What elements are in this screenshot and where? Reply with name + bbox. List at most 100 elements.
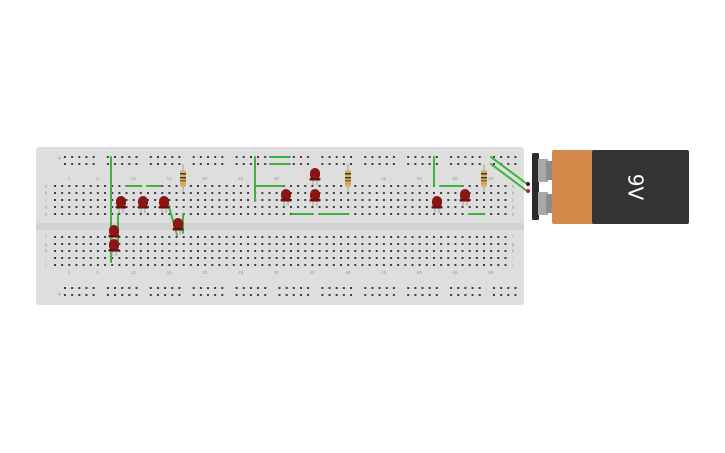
breadboard-hole[interactable] — [135, 294, 138, 296]
breadboard-hole[interactable] — [289, 192, 292, 194]
breadboard-hole[interactable] — [161, 213, 164, 215]
breadboard-hole[interactable] — [54, 185, 56, 187]
breadboard-hole[interactable] — [68, 250, 71, 252]
breadboard-hole[interactable] — [371, 156, 374, 158]
breadboard-hole[interactable] — [289, 250, 292, 252]
breadboard-hole[interactable] — [390, 243, 393, 245]
breadboard-hole[interactable] — [375, 243, 378, 245]
breadboard-hole[interactable] — [96, 206, 99, 208]
breadboard-hole[interactable] — [128, 287, 131, 289]
breadboard-hole[interactable] — [199, 287, 202, 289]
breadboard-hole[interactable] — [118, 192, 121, 194]
breadboard-hole[interactable] — [204, 236, 207, 238]
breadboard-hole[interactable] — [461, 206, 464, 208]
breadboard-hole[interactable] — [92, 163, 95, 165]
breadboard-hole[interactable] — [450, 287, 453, 289]
breadboard-hole[interactable] — [475, 206, 478, 208]
breadboard-hole[interactable] — [68, 257, 71, 259]
breadboard-hole[interactable] — [149, 156, 152, 158]
breadboard-hole[interactable] — [189, 236, 192, 238]
breadboard-hole[interactable] — [321, 163, 324, 165]
breadboard-hole[interactable] — [75, 192, 78, 194]
breadboard-hole[interactable] — [85, 287, 88, 289]
breadboard-hole[interactable] — [392, 294, 395, 296]
breadboard-hole[interactable] — [96, 185, 99, 187]
breadboard-hole[interactable] — [261, 213, 264, 215]
breadboard-hole[interactable] — [92, 156, 95, 158]
breadboard-hole[interactable] — [225, 185, 228, 187]
breadboard-hole[interactable] — [82, 192, 85, 194]
breadboard-hole[interactable] — [54, 206, 56, 208]
breadboard-hole[interactable] — [478, 163, 481, 165]
breadboard-hole[interactable] — [468, 206, 471, 208]
breadboard-hole[interactable] — [211, 243, 214, 245]
breadboard-hole[interactable] — [154, 206, 157, 208]
breadboard-hole[interactable] — [497, 243, 500, 245]
breadboard-hole[interactable] — [390, 250, 393, 252]
breadboard-hole[interactable] — [428, 163, 431, 165]
breadboard-hole[interactable] — [82, 236, 85, 238]
breadboard-hole[interactable] — [164, 156, 167, 158]
breadboard-hole[interactable] — [104, 250, 107, 252]
breadboard-hole[interactable] — [475, 257, 478, 259]
breadboard-hole[interactable] — [232, 199, 235, 201]
breadboard-hole[interactable] — [490, 236, 493, 238]
breadboard-hole[interactable] — [497, 257, 500, 259]
breadboard-hole[interactable] — [204, 199, 207, 201]
breadboard-hole[interactable] — [161, 257, 164, 259]
breadboard-hole[interactable] — [414, 287, 417, 289]
breadboard-hole[interactable] — [440, 213, 443, 215]
breadboard-hole[interactable] — [128, 294, 131, 296]
breadboard-hole[interactable] — [475, 185, 478, 187]
breadboard-hole[interactable] — [514, 163, 517, 165]
breadboard-hole[interactable] — [507, 163, 510, 165]
breadboard-hole[interactable] — [232, 264, 235, 266]
breadboard-hole[interactable] — [89, 250, 92, 252]
breadboard-hole[interactable] — [282, 213, 285, 215]
breadboard-hole[interactable] — [375, 213, 378, 215]
breadboard-hole[interactable] — [204, 206, 207, 208]
breadboard-hole[interactable] — [156, 294, 159, 296]
breadboard-hole[interactable] — [468, 257, 471, 259]
breadboard-hole[interactable] — [114, 287, 117, 289]
breadboard-hole[interactable] — [111, 199, 114, 201]
breadboard-hole[interactable] — [232, 206, 235, 208]
breadboard-hole[interactable] — [111, 185, 114, 187]
breadboard-hole[interactable] — [78, 287, 81, 289]
breadboard-hole[interactable] — [504, 250, 507, 252]
breadboard-hole[interactable] — [504, 192, 507, 194]
breadboard-hole[interactable] — [454, 250, 457, 252]
breadboard-hole[interactable] — [454, 236, 457, 238]
breadboard-hole[interactable] — [311, 185, 314, 187]
breadboard-hole[interactable] — [54, 236, 56, 238]
breadboard-hole[interactable] — [432, 257, 435, 259]
breadboard-hole[interactable] — [425, 213, 428, 215]
breadboard-hole[interactable] — [118, 264, 121, 266]
breadboard-hole[interactable] — [289, 243, 292, 245]
breadboard-hole[interactable] — [425, 257, 428, 259]
breadboard-hole[interactable] — [368, 192, 371, 194]
breadboard-hole[interactable] — [361, 192, 364, 194]
breadboard-hole[interactable] — [342, 287, 345, 289]
breadboard-hole[interactable] — [64, 156, 66, 158]
breadboard-hole[interactable] — [390, 185, 393, 187]
breadboard-hole[interactable] — [218, 192, 221, 194]
breadboard-hole[interactable] — [311, 257, 314, 259]
breadboard-hole[interactable] — [154, 199, 157, 201]
breadboard-hole[interactable] — [218, 257, 221, 259]
breadboard-hole[interactable] — [64, 294, 66, 296]
breadboard-hole[interactable] — [249, 294, 252, 296]
breadboard-hole[interactable] — [178, 294, 181, 296]
breadboard-hole[interactable] — [514, 294, 517, 296]
breadboard-hole[interactable] — [378, 163, 381, 165]
breadboard-hole[interactable] — [275, 257, 278, 259]
breadboard-hole[interactable] — [111, 257, 114, 259]
breadboard-hole[interactable] — [239, 185, 242, 187]
breadboard-hole[interactable] — [146, 243, 149, 245]
breadboard-hole[interactable] — [397, 185, 400, 187]
breadboard-hole[interactable] — [68, 264, 71, 266]
breadboard-hole[interactable] — [189, 185, 192, 187]
breadboard-hole[interactable] — [411, 213, 414, 215]
breadboard-hole[interactable] — [371, 163, 374, 165]
breadboard-hole[interactable] — [139, 213, 142, 215]
